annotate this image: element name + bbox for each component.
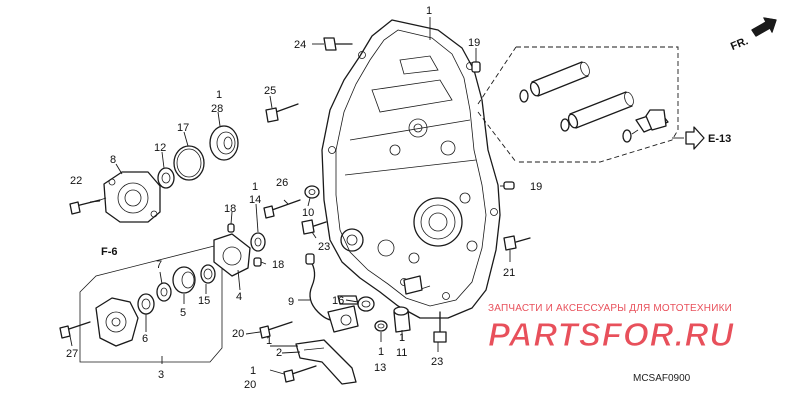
callout-19: 19 — [468, 37, 480, 49]
callout-16: 16 — [332, 295, 344, 307]
callout-10: 10 — [302, 207, 314, 219]
crankcase-cover — [321, 19, 501, 319]
callout-23: 23 — [431, 356, 443, 368]
e13-pipe-group — [477, 46, 679, 163]
callout-1: 1 — [252, 181, 258, 193]
callout-20: 20 — [232, 328, 244, 340]
callout-8: 8 — [110, 154, 116, 166]
callout-3: 3 — [158, 369, 164, 381]
callout-15: 15 — [198, 295, 210, 307]
callout-28: 28 — [211, 103, 223, 115]
left-cover-assembly — [69, 125, 239, 223]
ref-f6: F-6 — [101, 246, 118, 258]
ref-e13: E-13 — [708, 133, 731, 145]
diagram-code: MCSAF0900 — [633, 373, 691, 384]
callout-1: 1 — [426, 5, 432, 17]
watermark: ЗАПЧАСТИ И АКСЕССУАРЫ ДЛЯ МОТОТЕХНИКИ PA… — [487, 303, 788, 353]
front-direction-icon — [751, 17, 777, 37]
callout-21: 21 — [503, 267, 515, 279]
watermark-logo: PARTSFOR.RU — [487, 316, 735, 353]
callout-18: 18 — [272, 259, 284, 271]
callout-1: 1 — [266, 335, 272, 347]
callout-1: 1 — [399, 332, 405, 344]
callout-1: 1 — [378, 346, 384, 358]
callout-9: 9 — [288, 296, 294, 308]
callout-20: 20 — [244, 379, 256, 391]
callout-1: 1 — [216, 89, 222, 101]
leader-lines — [69, 17, 684, 375]
callout-7: 7 — [156, 259, 162, 271]
callout-6: 6 — [142, 333, 148, 345]
lower-pump-assembly — [59, 223, 262, 363]
callout-22: 22 — [70, 175, 82, 187]
callout-17: 17 — [177, 122, 189, 134]
callout-26: 26 — [276, 177, 288, 189]
callout-14: 14 — [249, 194, 261, 206]
callout-12: 12 — [154, 142, 166, 154]
callout-5: 5 — [180, 307, 186, 319]
e13-arrow-icon — [685, 126, 705, 150]
callout-1: 1 — [250, 365, 256, 377]
watermark-caption: ЗАПЧАСТИ И АКСЕССУАРЫ ДЛЯ МОТОТЕХНИКИ — [488, 303, 733, 314]
callout-11: 11 — [396, 347, 407, 359]
callout-25: 25 — [264, 85, 276, 97]
callout-18: 18 — [224, 203, 236, 215]
callout-4: 4 — [236, 291, 242, 303]
callout-labels: 1 24 19 25 1 28 17 12 8 22 26 1 14 18 10… — [66, 5, 542, 391]
ref-front: FR. — [729, 35, 750, 53]
callout-23: 23 — [318, 241, 330, 253]
callout-24: 24 — [294, 39, 306, 51]
callout-13: 13 — [374, 362, 386, 374]
callout-2: 2 — [276, 347, 282, 359]
callout-19: 19 — [530, 181, 542, 193]
sensor-wire — [295, 253, 423, 385]
callout-27: 27 — [66, 348, 78, 360]
